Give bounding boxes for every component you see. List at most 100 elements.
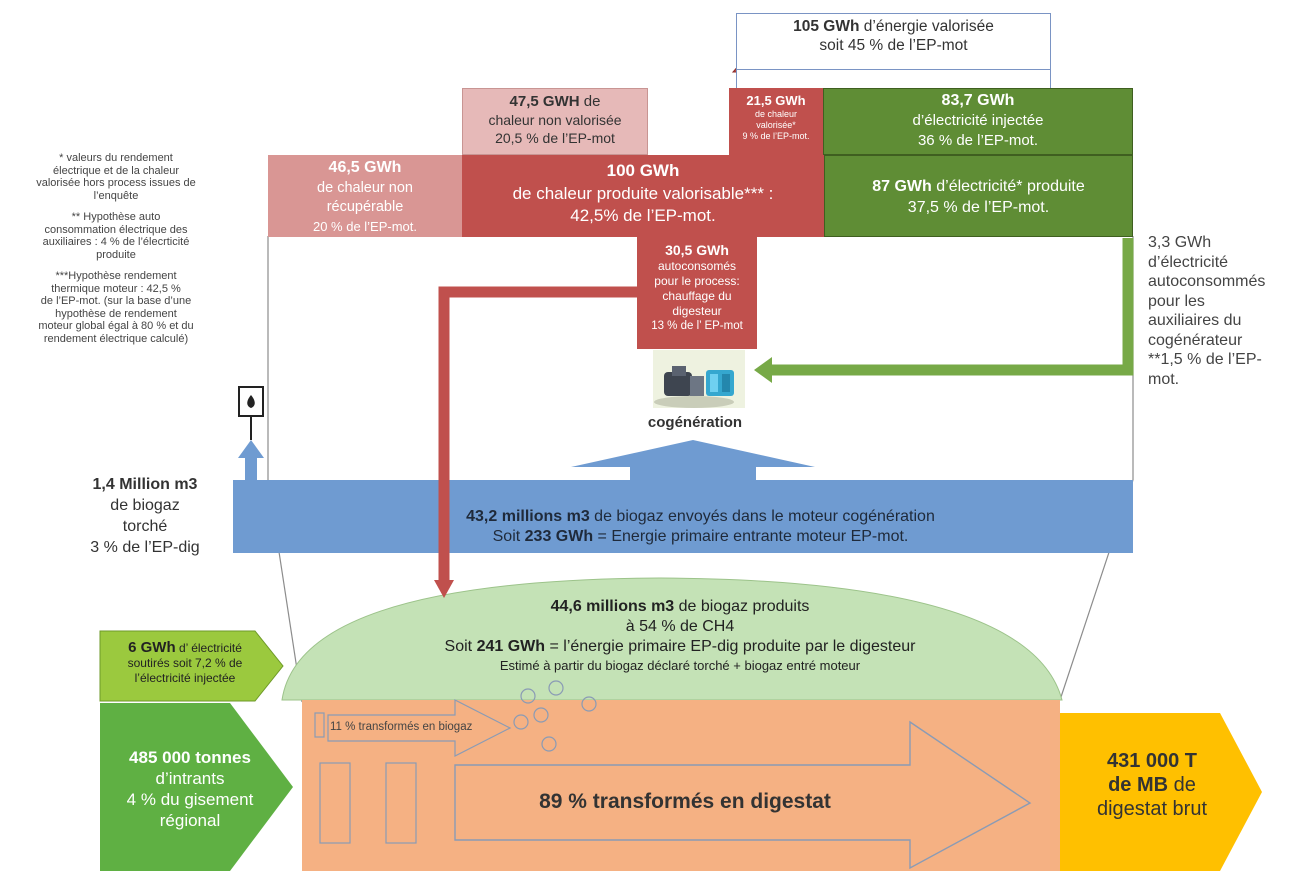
output-value: 431 000 T	[1106, 750, 1198, 772]
auxiliary-pipe	[768, 238, 1134, 376]
intrants-line: régional	[159, 811, 221, 830]
biogas-produced-line1: 44,6 millions m3 de biogaz produits	[550, 598, 810, 615]
biogas-produced-line3: Soit 241 GWh = l’énergie primaire EP-dig…	[444, 638, 916, 655]
footnote-line: auxiliaires : 4 % de l’élecrticité	[42, 236, 190, 248]
auxiliaries-line: d’électricité	[1148, 253, 1229, 271]
elec-drawn-arrow	[99, 630, 284, 702]
auxiliaries-line: autoconsommés	[1148, 273, 1266, 290]
injected-elec-box: 83,7 GWh d’électricité injectée 36 % de …	[823, 88, 1133, 155]
auxiliary-pipe-head	[754, 357, 772, 383]
digestat-share-label: 89 % transformés en digestat	[539, 790, 831, 813]
selfconsumed-heat-box: 30,5 GWh autoconsomés pour le process: c…	[637, 237, 757, 349]
digester-block	[319, 762, 351, 844]
biogas-produced-text: 44,6 millions m3 de biogaz produits à 54…	[330, 597, 1030, 674]
heat-produced-box: 100 GWh de chaleur produite valorisable*…	[462, 155, 824, 237]
footnote-line: * valeurs du rendement	[59, 152, 173, 164]
valued-heat-line1: de chaleur	[754, 109, 798, 119]
output-line3: digestat brut	[1096, 798, 1208, 820]
selfconsumed-heat-value: 30,5 GWh	[665, 242, 729, 258]
cogeneration-label: cogénération	[647, 414, 743, 431]
selfconsumed-heat-line: 13 % de l’ EP-mot	[651, 320, 743, 332]
heat-produced-line1: de chaleur produite valorisable*** :	[512, 184, 774, 203]
digestat-arrow	[454, 720, 1032, 870]
energy-valorised-line1: 105 GWh d’énergie valorisée	[793, 18, 994, 35]
valued-heat-box: 21,5 GWh de chaleur valorisée* 9 % de l’…	[729, 88, 823, 155]
bubble	[520, 688, 536, 704]
digester-block-small	[314, 712, 325, 738]
elec-produced-line2: 37,5 % de l’EP-mot.	[907, 199, 1050, 216]
intrants-line: d’intrants	[155, 769, 225, 788]
unrecovered-heat-line2: récupérable	[326, 199, 404, 215]
selfconsumed-heat-line: chauffage du	[662, 289, 732, 303]
unused-heat-line3: 20,5 % de l’EP-mot	[495, 130, 615, 146]
bubble	[533, 707, 549, 723]
selfconsumed-heat-line: autoconsomés	[657, 259, 737, 273]
valued-heat-value: 21,5 GWh	[746, 93, 806, 108]
bubble	[541, 736, 557, 752]
biogas-produced-line2: à 54 % de CH4	[625, 618, 735, 635]
auxiliaries-line: 3,3 GWh	[1148, 234, 1212, 251]
auxiliaries-line: **1,5 % de l’EP-	[1148, 351, 1262, 368]
digester-block	[385, 762, 417, 844]
valued-heat-line3: 9 % de l’EP-mot.	[742, 131, 810, 141]
footnote-line: l’enquête	[93, 189, 139, 202]
flare-text: 1,4 Million m3 de biogaz torché 3 % de l…	[60, 474, 230, 558]
unrecovered-heat-line1: de chaleur non	[317, 180, 413, 196]
bubble	[513, 714, 529, 730]
elec-produced-line1: 87 GWh d’électricité* produite	[872, 178, 1085, 195]
unrecovered-heat-value: 46,5 GWh	[328, 159, 402, 176]
footnote-line: valorisée hors process issues de	[36, 177, 196, 189]
energy-valorised-box: 105 GWh d’énergie valorisée soit 45 % de…	[736, 13, 1051, 90]
flare-arrow-head	[238, 440, 264, 458]
intrants-line: 4 % du gisement	[126, 790, 254, 809]
engine-flow-line1: 43,2 millions m3 de biogaz envoyés dans …	[466, 508, 935, 525]
selfconsumed-heat-line: digesteur	[672, 304, 722, 318]
unused-heat-line2: chaleur non valorisée	[488, 112, 622, 128]
flare-value: 1,4 Million m3	[92, 476, 198, 493]
auxiliaries-line: auxiliaires du	[1148, 312, 1242, 329]
valued-heat-line2: valorisée*	[756, 120, 796, 130]
footnote-line: hypothèse de rendement	[55, 307, 177, 320]
footnote-line: produite	[96, 248, 136, 261]
engine-flow-text: 43,2 millions m3 de biogaz envoyés dans …	[268, 507, 1133, 547]
bubble	[548, 680, 564, 696]
injected-elec-line1: d’électricité injectée	[912, 112, 1044, 129]
biogas-share-label: 11 % transformés en biogaz	[330, 721, 473, 733]
flare-line: de biogaz	[110, 497, 180, 514]
auxiliaries-line: cogénérateur	[1148, 331, 1243, 349]
footnote-line: rendement électrique calculé)	[43, 332, 189, 345]
flame-icon	[247, 395, 255, 408]
elec-drawn-text: 6 GWh d’ électricité soutirés soit 7,2 %…	[100, 640, 270, 686]
footnote-3: ***Hypothèse rendement thermique moteur …	[4, 270, 228, 345]
footnote-1: * valeurs du rendement électrique et de …	[4, 152, 228, 202]
flare-arrow-shaft	[245, 456, 257, 484]
unused-heat-line1: 47,5 GWH de	[509, 93, 601, 110]
unrecovered-heat-box: 46,5 GWh de chaleur non récupérable 20 %…	[268, 155, 462, 237]
engine-flow-line2: Soit 233 GWh = Energie primaire entrante…	[492, 528, 909, 545]
unused-heat-box: 47,5 GWH de chaleur non valorisée 20,5 %…	[462, 88, 648, 155]
output-text: 431 000 T de MB de digestat brut	[1062, 749, 1242, 821]
intrants-arrow	[100, 703, 293, 871]
intrants-value: 485 000 tonnes	[129, 748, 251, 767]
footnote-line: de l’EP-mot. (sur la base d’une	[40, 295, 192, 307]
heat-produced-value: 100 GWh	[606, 161, 680, 180]
biogas-small-arrow	[327, 699, 512, 757]
heat-produced-line2: 42,5% de l’EP-mot.	[570, 206, 716, 225]
flare-line: torché	[122, 518, 168, 535]
heating-pipe	[438, 286, 637, 585]
bubble	[581, 696, 597, 712]
biogas-dome	[281, 577, 1063, 701]
elec-drawn-line2: soutirés soit 7,2 % de	[127, 656, 243, 670]
output-arrow	[1060, 713, 1262, 871]
auxiliaries-line: pour les	[1148, 292, 1205, 310]
injected-elec-line2: 36 % de l’EP-mot.	[917, 132, 1039, 149]
unrecovered-heat-line3: 20 % de l’EP-mot.	[312, 219, 418, 234]
elec-drawn-line1: 6 GWh d’ électricité	[128, 639, 242, 656]
footnote-line: consommation électrique des	[44, 223, 188, 236]
intrants-text: 485 000 tonnes d’intrants 4 % du gisemen…	[100, 747, 280, 831]
auxiliaries-line: mot.	[1148, 370, 1180, 388]
biogas-engine-band	[233, 480, 1133, 553]
footnote-line: ***Hypothèse rendement	[55, 270, 177, 282]
elec-produced-box: 87 GWh d’électricité* produite 37,5 % de…	[824, 155, 1133, 237]
